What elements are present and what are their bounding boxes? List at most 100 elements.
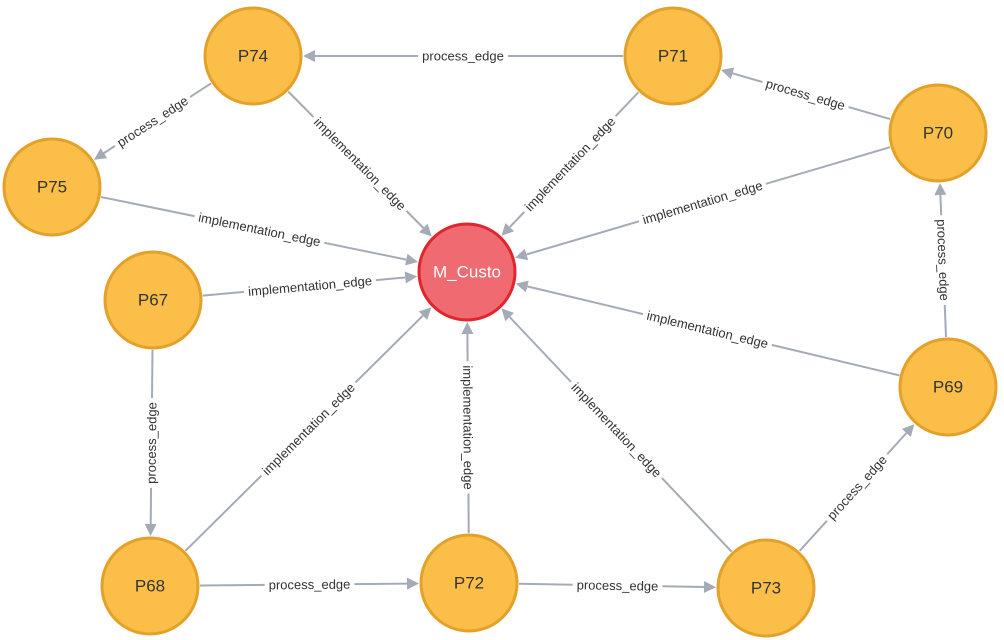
arrowhead-icon <box>144 523 157 536</box>
arrowhead-icon <box>303 50 315 62</box>
arrowhead-icon <box>515 280 529 293</box>
edge-label-group: process_edge <box>932 214 954 306</box>
arrowhead-icon <box>501 223 515 236</box>
edge-p67-to-p68[interactable]: process_edge <box>142 349 161 536</box>
node-p72[interactable]: P72 <box>419 533 519 633</box>
arrowhead-icon <box>501 308 514 322</box>
edge-p74-to-p75[interactable]: process_edge <box>93 82 212 160</box>
edge-label-group: process_edge <box>264 575 355 594</box>
edge-label: implementation_edge <box>247 273 372 299</box>
edge-label: implementation_edge <box>522 114 619 214</box>
node-p69[interactable]: P69 <box>898 337 998 437</box>
edge-label: process_edge <box>269 577 351 593</box>
edge-p72-to-p73[interactable]: process_edge <box>518 575 716 596</box>
edge-p68-to-p72[interactable]: process_edge <box>199 575 419 594</box>
edge-label-group: implementation_edge <box>564 375 669 485</box>
edge-label-background <box>264 575 355 594</box>
edge-label: implementation_edge <box>259 380 358 478</box>
arrowhead-icon <box>419 223 432 237</box>
edge-label-background <box>255 376 362 482</box>
node-p67[interactable]: P67 <box>103 250 203 350</box>
edge-label-group: process_edge <box>110 89 196 154</box>
node-m-custo[interactable]: M_Custo <box>417 222 517 322</box>
edge-label: implementation_edge <box>645 308 769 352</box>
node-circle[interactable] <box>100 536 200 636</box>
edge-label-group: process_edge <box>759 73 852 116</box>
edge-label-group: implementation_edge <box>636 175 769 230</box>
edge-label-background <box>142 398 161 488</box>
edge-p74-to-m-custo[interactable]: implementation_edge <box>287 90 432 237</box>
arrowhead-icon <box>461 322 474 334</box>
arrowhead-icon <box>721 67 735 80</box>
edge-label: process_edge <box>422 49 504 64</box>
edge-label-background <box>759 73 852 116</box>
edge-label: process_edge <box>144 402 160 484</box>
node-p71[interactable]: P71 <box>623 6 723 106</box>
edge-p73-to-m-custo[interactable]: implementation_edge <box>501 308 733 553</box>
edge-label-background <box>641 305 774 354</box>
edge-label: process_edge <box>934 219 952 301</box>
node-circle[interactable] <box>419 533 519 633</box>
edge-label-background <box>110 89 196 154</box>
edge-label-group: process_edge <box>418 47 508 65</box>
node-circle[interactable] <box>898 337 998 437</box>
node-p70[interactable]: P70 <box>888 83 988 183</box>
node-p68[interactable]: P68 <box>100 536 200 636</box>
node-circle[interactable] <box>888 83 988 183</box>
edge-label-background <box>932 214 954 306</box>
edge-label-group: process_edge <box>572 575 663 596</box>
edge-label-background <box>636 175 769 230</box>
edge-label: implementation_edge <box>568 380 664 481</box>
edge-label-group: implementation_edge <box>641 305 774 354</box>
node-p73[interactable]: P73 <box>716 538 816 638</box>
node-p74[interactable]: P74 <box>203 6 303 106</box>
node-circle[interactable] <box>2 137 102 237</box>
arrowhead-icon <box>405 253 418 266</box>
edge-p69-to-m-custo[interactable]: implementation_edge <box>515 280 900 377</box>
edge-label-background <box>517 109 623 219</box>
arrowhead-icon <box>93 148 108 160</box>
edge-label-background <box>192 207 327 252</box>
node-circle[interactable] <box>716 538 816 638</box>
edge-label: process_edge <box>577 577 659 593</box>
edge-label-group: implementation_edge <box>243 271 377 301</box>
edge-label-background <box>564 375 669 485</box>
edge-label: implementation_edge <box>641 178 764 228</box>
edge-p72-to-m-custo[interactable]: implementation_edge <box>458 322 478 534</box>
edge-label-background <box>458 361 478 494</box>
edge-label-group: process_edge <box>142 398 161 488</box>
edges-layer: process_edgeprocess_edgeprocess_edgeproc… <box>93 47 954 596</box>
arrowhead-icon <box>418 307 432 320</box>
node-circle[interactable] <box>203 6 303 106</box>
arrowhead-icon <box>901 424 915 437</box>
edge-label-group: implementation_edge <box>192 207 327 252</box>
edge-p73-to-p69[interactable]: process_edge <box>798 424 915 552</box>
edge-p68-to-m-custo[interactable]: implementation_edge <box>184 307 432 552</box>
edge-label-group: process_edge <box>820 448 894 527</box>
edge-p67-to-m-custo[interactable]: implementation_edge <box>202 271 418 301</box>
node-circle[interactable] <box>623 6 723 106</box>
arrowhead-icon <box>404 271 418 284</box>
node-circle[interactable] <box>417 222 517 322</box>
edge-p71-to-p74[interactable]: process_edge <box>303 47 623 65</box>
edge-label-background <box>572 575 663 596</box>
arrowhead-icon <box>703 581 716 593</box>
edge-p71-to-m-custo[interactable]: implementation_edge <box>501 91 640 236</box>
edge-label-background <box>418 47 508 65</box>
edge-label: process_edge <box>824 452 890 523</box>
node-p75[interactable]: P75 <box>2 137 102 237</box>
edge-p69-to-p70[interactable]: process_edge <box>932 183 954 338</box>
edge-p70-to-p71[interactable]: process_edge <box>721 67 891 120</box>
node-circle[interactable] <box>103 250 203 350</box>
edge-label-group: implementation_edge <box>255 376 362 482</box>
edge-label-background <box>307 110 413 218</box>
edge-label: implementation_edge <box>311 115 409 214</box>
edge-label-background <box>243 271 377 301</box>
arrowhead-icon <box>406 577 419 590</box>
arrowhead-icon <box>515 248 529 261</box>
edge-label: process_edge <box>114 93 191 150</box>
edge-label-group: implementation_edge <box>307 110 413 218</box>
edge-label: implementation_edge <box>460 365 476 489</box>
